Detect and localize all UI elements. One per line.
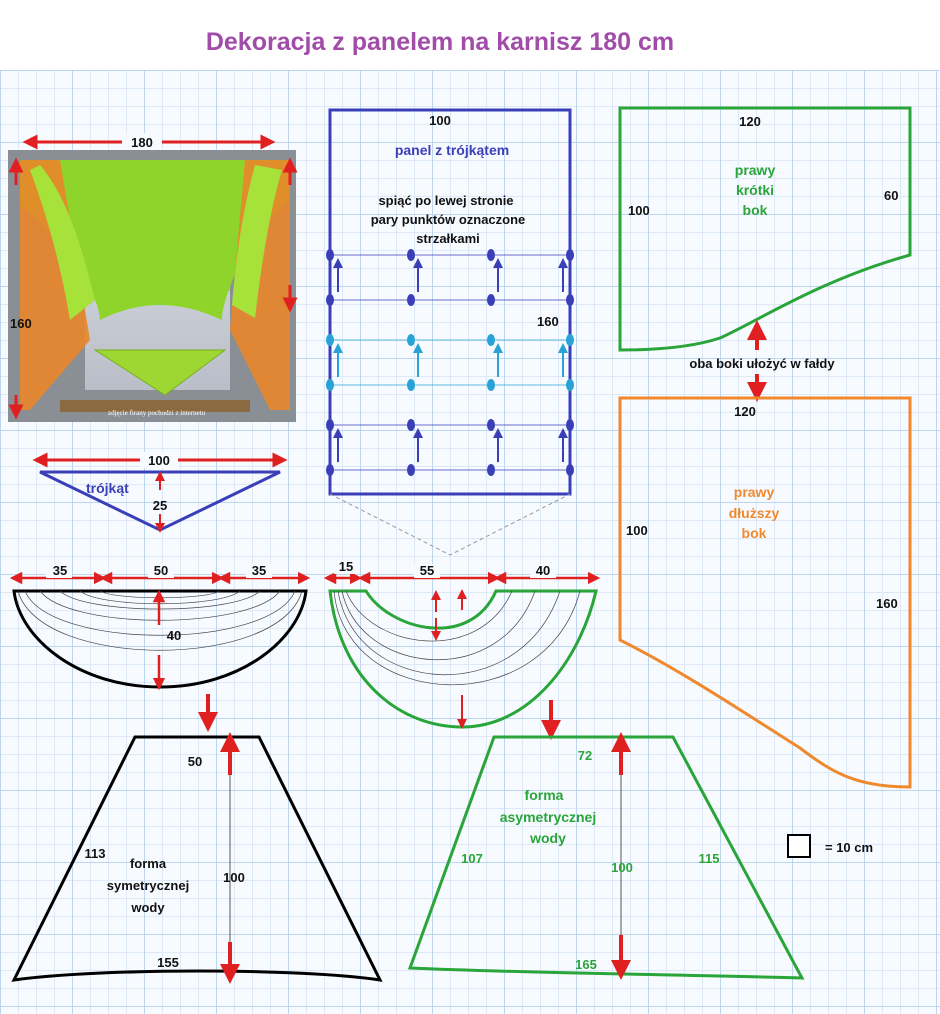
right-long-left-label: 100 [626,523,648,538]
photo-height-label: 160 [10,316,32,331]
sym-form-name-2: symetrycznej [107,878,189,893]
sym-form-top-label: 50 [188,754,202,769]
right-short-side-shape [618,106,912,352]
asym-form-name-3: wody [529,830,566,846]
panel-instruction-2: pary punktów oznaczone [371,212,526,227]
sym-form-name-3: wody [130,900,165,915]
panel-height-label: 160 [537,314,559,329]
legend-square [787,834,811,858]
sym-arc-right-label: 35 [252,563,266,578]
asym-form-height-label: 100 [611,860,633,875]
asymmetric-arc-shape [328,589,598,729]
triangle-width-label: 100 [148,453,170,468]
right-long-top-label: 120 [734,404,756,419]
asym-form-left-label: 107 [461,851,483,866]
right-long-right-label: 160 [876,596,898,611]
sym-form-name-1: forma [130,856,167,871]
asym-form-bottom-label: 165 [575,957,597,972]
symmetric-form-shape [11,735,383,982]
right-long-side-shape [618,396,912,789]
panel-fold-points [326,249,574,476]
right-short-name-3: bok [743,202,768,218]
sym-form-side-label: 113 [85,846,106,861]
fold-note: oba boki ułożyć w fałdy [689,356,835,371]
right-long-name-1: prawy [734,484,775,500]
right-long-name-2: dłuższy [729,505,780,521]
panel-instruction-3: strzałkami [416,231,480,246]
sym-arc-depth-label: 40 [167,628,181,643]
triangle-height-label: 25 [153,498,167,513]
right-short-left-label: 100 [628,203,650,218]
asym-form-name-2: asymetrycznej [500,809,597,825]
asym-form-right-label: 115 [699,851,720,866]
triangle-name: trójkąt [86,480,129,496]
right-short-name-1: prawy [735,162,776,178]
sym-arc-left-label: 35 [53,563,67,578]
right-short-right-label: 60 [884,188,898,203]
photo-width-label: 180 [131,135,153,150]
sym-arc-middle-label: 50 [154,563,168,578]
panel-title: panel z trójkątem [395,142,509,158]
panel-connector [329,493,571,556]
photo-caption: zdjęcie firany pochodzi z internetu [108,409,206,417]
asym-form-name-1: forma [525,787,564,803]
right-long-name-3: bok [742,525,767,541]
right-short-top-label: 120 [739,114,761,129]
legend-label: = 10 cm [825,840,873,855]
asym-arc-left-label: 15 [339,559,353,574]
sym-form-bottom-label: 155 [157,955,179,970]
page-title: Dekoracja z panelem na karnisz 180 cm [205,28,675,56]
panel-instruction-1: spiąć po lewej stronie [378,193,513,208]
asymmetric-arc-fold-lines [333,590,581,686]
panel-width-label: 100 [429,113,451,128]
curtain-photo: zdjęcie firany pochodzi z internetu [8,150,296,422]
panel-fold-arrows [333,258,568,462]
right-short-name-2: krótki [736,182,774,198]
sym-form-height-label: 100 [223,870,245,885]
panel-rectangle [328,108,572,496]
panel-fold-lines [330,254,570,471]
asym-arc-middle-label: 55 [420,563,434,578]
asym-arc-right-label: 40 [536,563,550,578]
asym-form-top-label: 72 [578,748,592,763]
